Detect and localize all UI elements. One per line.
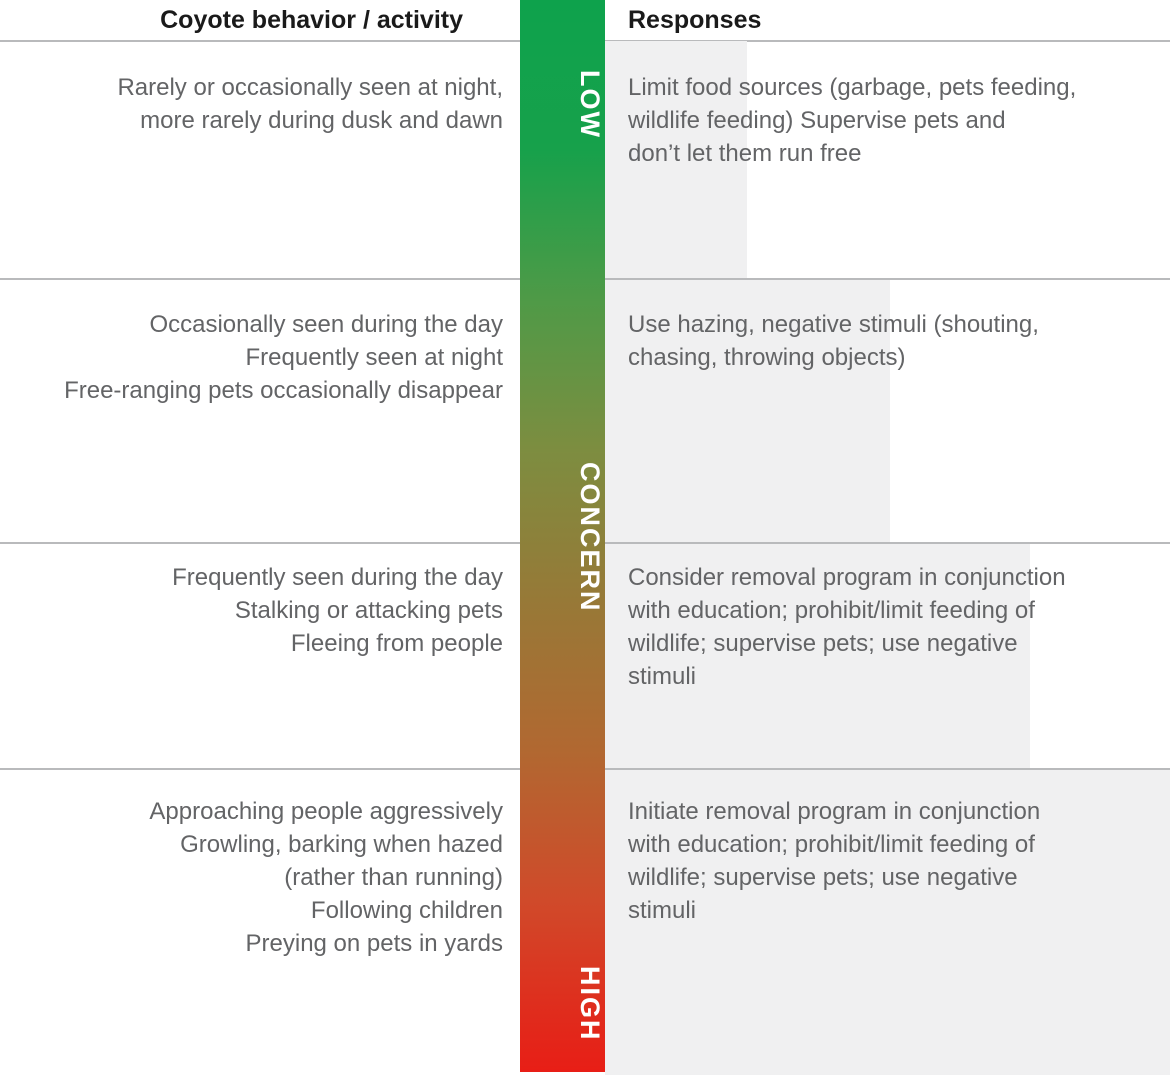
scale-label-low: LOW [575,70,605,139]
behavior-row-high: Approaching people aggressively Growling… [149,798,503,957]
concern-gradient-bar: LOW CONCERN HIGH [520,0,605,1072]
response-row-low: Limit food sources (garbage, pets feedin… [628,74,1077,167]
behavior-column-header: Coyote behavior / activity [160,6,463,34]
response-row-low-concern: Use hazing, negative stimuli (shouting, … [628,311,1039,371]
behavior-row-low-concern: Occasionally seen during the day Frequen… [64,311,503,404]
response-row-high: Initiate removal program in conjunction … [628,798,1041,924]
response-highlight-low-concern [605,280,890,542]
scale-label-concern: CONCERN [575,462,605,613]
behavior-row-high-concern: Frequently seen during the day Stalking … [172,564,503,657]
behavior-row-low: Rarely or occasionally seen at night, mo… [117,74,503,134]
response-highlight-high-concern [605,544,1030,768]
response-highlight-high [605,770,1170,1075]
response-highlight-low [605,41,747,278]
scale-label-high: HIGH [575,966,605,1042]
responses-column-header: Responses [628,6,762,34]
response-row-high-concern: Consider removal program in conjunction … [628,564,1066,690]
